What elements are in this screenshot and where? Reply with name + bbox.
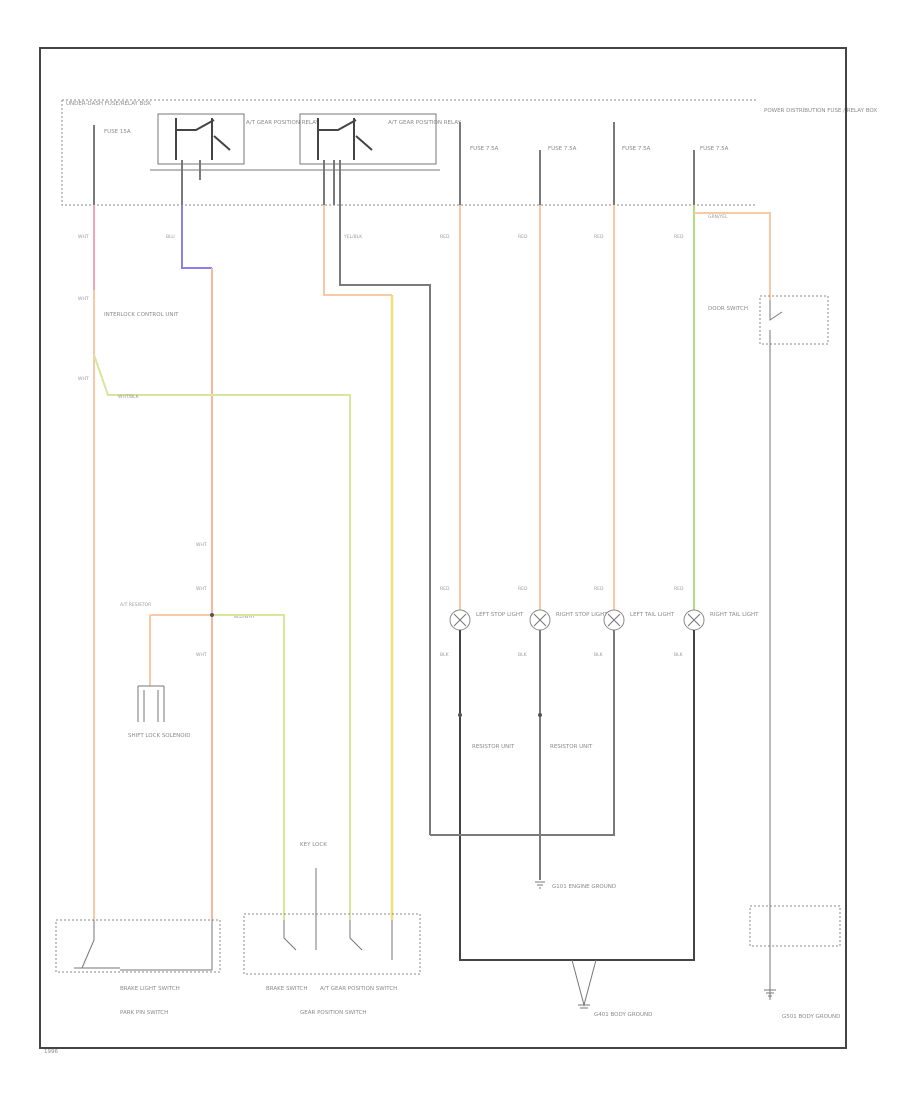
- relay-1-label: A/T GEAR POSITION RELAY: [246, 120, 320, 126]
- right-sensor-label: DOOR SWITCH: [708, 306, 748, 312]
- svg-text:WHT: WHT: [78, 234, 89, 240]
- fuse-box-label: UNDER-DASH FUSE/RELAY BOX: [66, 101, 151, 107]
- svg-text:RED: RED: [440, 586, 450, 592]
- left-connector-label: INTERLOCK CONTROL UNIT: [104, 312, 179, 318]
- ground-g101-label: G101 ENGINE GROUND: [552, 884, 616, 890]
- lamp-ground-1: [459, 630, 695, 961]
- gear-switch-box: [243, 913, 421, 975]
- key-lock-label: KEY LOCK: [300, 842, 327, 848]
- wire-label-a: WHT/BLK: [118, 394, 140, 400]
- relay-2-label: A/T GEAR POSITION RELAY: [388, 120, 462, 126]
- wire-gray: [339, 205, 431, 835]
- wire-label-b: BLU/WHT: [234, 614, 255, 620]
- diagram-frame: [39, 47, 847, 1049]
- ground-g101: [535, 881, 545, 889]
- right-ground-label: G501 BODY GROUND: [782, 1014, 840, 1020]
- lamp1-label: LEFT STOP LIGHT: [476, 612, 524, 618]
- fuse-box-outline: [61, 99, 756, 206]
- fuse-a-label: FUSE 7.5A: [470, 146, 499, 152]
- svg-text:WHT: WHT: [196, 586, 207, 592]
- wire-right-peach: [694, 212, 771, 300]
- brake-switch-label: BRAKE SWITCH: [266, 986, 308, 992]
- svg-text:RED: RED: [518, 586, 528, 592]
- diode-left-label: RESISTOR UNIT: [472, 744, 515, 750]
- solenoid-label: SHIFT LOCK SOLENOID: [128, 733, 190, 739]
- park-pin-switch-label: PARK PIN SWITCH: [120, 1010, 168, 1016]
- tail-light-left: [603, 609, 625, 631]
- svg-text:BLK: BLK: [674, 652, 684, 658]
- svg-text:WHT: WHT: [78, 376, 89, 382]
- svg-text:BLU: BLU: [166, 234, 175, 240]
- brake-switch-box: [55, 919, 221, 973]
- ground-g401: [571, 959, 597, 1009]
- page-ref: 1996: [44, 1049, 58, 1055]
- right-box-note: POWER DISTRIBUTION FUSE / RELAY BOX: [764, 108, 877, 114]
- lamp4-label: RIGHT TAIL LIGHT: [710, 612, 759, 618]
- wire-violet: [181, 205, 212, 269]
- svg-text:RED: RED: [594, 586, 604, 592]
- wire-codes: WHT WHT WHT BLU WHT WHT WHT RED RED RED …: [78, 234, 684, 658]
- svg-text:RED: RED: [674, 234, 684, 240]
- brake-light-switch-label: BRAKE LIGHT SWITCH: [120, 986, 180, 992]
- svg-text:RED: RED: [518, 234, 528, 240]
- svg-text:RED: RED: [594, 234, 604, 240]
- lamp2-label: RIGHT STOP LIGHT: [556, 612, 608, 618]
- gear-position-switch-label: A/T GEAR POSITION SWITCH: [320, 986, 397, 992]
- resistor-note: A/T RESISTOR: [120, 602, 151, 608]
- gear-switch-caption: GEAR POSITION SWITCH: [300, 1010, 367, 1016]
- wire-green-branch: [93, 354, 351, 920]
- relay-1: [157, 113, 245, 165]
- fuse-left-label: FUSE 15A: [104, 129, 131, 135]
- svg-text:BLK: BLK: [594, 652, 604, 658]
- wire-label-d: GRN/YEL: [708, 214, 728, 220]
- door-connector-box: [749, 905, 841, 947]
- svg-text:WHT: WHT: [196, 652, 207, 658]
- lamp-ground-3: [430, 630, 615, 836]
- fuse-b-label: FUSE 7.5A: [548, 146, 577, 152]
- svg-text:WHT: WHT: [196, 542, 207, 548]
- fuse-c-label: FUSE 7.5A: [622, 146, 651, 152]
- shift-lock-solenoid: [137, 685, 165, 722]
- svg-text:BLK: BLK: [440, 652, 450, 658]
- svg-text:WHT: WHT: [78, 296, 89, 302]
- stop-light-left: [449, 609, 471, 631]
- svg-text:BLK: BLK: [518, 652, 528, 658]
- relay-2: [299, 113, 437, 165]
- wire-peach-relay2: [323, 205, 392, 296]
- diode-right-label: RESISTOR UNIT: [550, 744, 593, 750]
- lamp3-label: LEFT TAIL LIGHT: [630, 612, 675, 618]
- fuse-d-label: FUSE 7.5A: [700, 146, 729, 152]
- svg-text:RED: RED: [440, 234, 450, 240]
- tail-light-right: [683, 609, 705, 631]
- svg-text:RED: RED: [674, 586, 684, 592]
- wire-green-junction: [212, 614, 285, 920]
- wire-label-c: YEL/BLK: [343, 234, 363, 240]
- door-switch-box: [759, 295, 829, 345]
- ground-g401-label: G401 BODY GROUND: [594, 1012, 652, 1018]
- stop-light-right: [529, 609, 551, 631]
